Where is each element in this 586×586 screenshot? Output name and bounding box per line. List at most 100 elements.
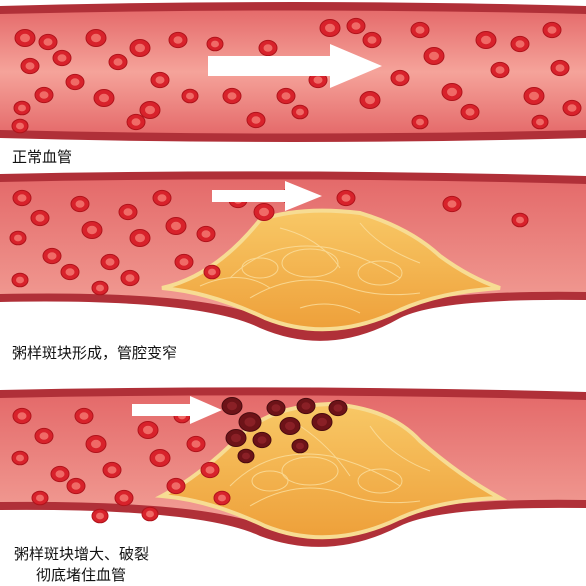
red-blood-cell: [511, 36, 529, 51]
plaque-forming-caption: 粥样斑块形成，管腔变窄: [12, 344, 177, 362]
normal-vessel-panel: [0, 0, 586, 145]
red-blood-cell: [150, 450, 170, 467]
red-blood-cell: [187, 436, 205, 451]
red-blood-cell: [75, 408, 93, 423]
red-blood-cell: [82, 222, 102, 239]
red-blood-cell: [563, 100, 581, 115]
red-blood-cell: [524, 88, 544, 105]
red-blood-cell: [411, 22, 429, 37]
clot-cell: [280, 418, 300, 435]
red-blood-cell: [92, 509, 108, 523]
plaque-rupture-caption-line2: 彻底堵住血管: [36, 566, 126, 584]
red-blood-cell: [115, 490, 133, 505]
red-blood-cell: [443, 196, 461, 211]
clot-cell: [312, 414, 332, 431]
red-blood-cell: [86, 436, 106, 453]
red-blood-cell: [61, 264, 79, 279]
red-blood-cell: [119, 204, 137, 219]
red-blood-cell: [12, 273, 28, 287]
red-blood-cell: [138, 422, 158, 439]
red-blood-cell: [121, 270, 139, 285]
red-blood-cell: [142, 507, 158, 521]
red-blood-cell: [254, 204, 274, 221]
red-blood-cell: [259, 40, 277, 55]
normal-vessel-diagram: [0, 0, 586, 145]
red-blood-cell: [201, 462, 219, 477]
red-blood-cell: [109, 54, 127, 69]
red-blood-cell: [412, 115, 428, 129]
clot-cell: [292, 439, 308, 453]
red-blood-cell: [12, 451, 28, 465]
red-blood-cell: [94, 90, 114, 107]
red-blood-cell: [461, 104, 479, 119]
red-blood-cell: [424, 48, 444, 65]
red-blood-cell: [476, 32, 496, 49]
red-blood-cell: [320, 20, 340, 37]
red-blood-cell: [15, 30, 35, 47]
red-blood-cell: [67, 478, 85, 493]
plaque-rupture-diagram: [0, 386, 586, 561]
clot-cell: [222, 398, 242, 415]
red-blood-cell: [247, 112, 265, 127]
red-blood-cell: [347, 18, 365, 33]
red-blood-cell: [14, 101, 30, 115]
red-blood-cell: [130, 40, 150, 57]
red-blood-cell: [337, 190, 355, 205]
red-blood-cell: [363, 32, 381, 47]
red-blood-cell: [532, 115, 548, 129]
red-blood-cell: [86, 30, 106, 47]
red-blood-cell: [12, 119, 28, 133]
red-blood-cell: [223, 88, 241, 103]
red-blood-cell: [292, 105, 308, 119]
red-blood-cell: [491, 62, 509, 77]
red-blood-cell: [21, 58, 39, 73]
clot-cell: [239, 413, 261, 432]
red-blood-cell: [167, 478, 185, 493]
red-blood-cell: [166, 218, 186, 235]
red-blood-cell: [31, 210, 49, 225]
red-blood-cell: [169, 32, 187, 47]
plaque-forming-panel: [0, 168, 586, 368]
red-blood-cell: [197, 226, 215, 241]
red-blood-cell: [175, 254, 193, 269]
red-blood-cell: [127, 114, 145, 129]
red-blood-cell: [360, 92, 380, 109]
clot-cell: [238, 449, 254, 463]
clot-cell: [267, 400, 285, 415]
red-blood-cell: [39, 34, 57, 49]
clot-cell: [253, 432, 271, 447]
red-blood-cell: [277, 88, 295, 103]
red-blood-cell: [66, 74, 84, 89]
red-blood-cell: [103, 462, 121, 477]
red-blood-cell: [391, 70, 409, 85]
red-blood-cell: [130, 230, 150, 247]
red-blood-cell: [153, 190, 171, 205]
red-blood-cell: [71, 196, 89, 211]
clot-cell: [297, 398, 315, 413]
red-blood-cell: [151, 72, 169, 87]
red-blood-cell: [207, 37, 223, 51]
red-blood-cell: [512, 213, 528, 227]
red-blood-cell: [43, 248, 61, 263]
red-blood-cell: [551, 60, 569, 75]
red-blood-cell: [35, 87, 53, 102]
red-blood-cell: [182, 89, 198, 103]
red-blood-cell: [32, 491, 48, 505]
red-blood-cell: [442, 84, 462, 101]
red-blood-cell: [101, 254, 119, 269]
clot-cell: [226, 430, 246, 447]
plaque-rupture-caption-line1: 粥样斑块增大、破裂: [14, 545, 149, 563]
plaque-rupture-panel: [0, 386, 586, 561]
red-blood-cell: [204, 265, 220, 279]
red-blood-cell: [51, 466, 69, 481]
red-blood-cell: [35, 428, 53, 443]
red-blood-cell: [214, 491, 230, 505]
red-blood-cell: [13, 190, 31, 205]
normal-vessel-caption: 正常血管: [12, 148, 72, 166]
red-blood-cell: [13, 408, 31, 423]
red-blood-cell: [92, 281, 108, 295]
red-blood-cell: [53, 50, 71, 65]
red-blood-cell: [140, 102, 160, 119]
red-blood-cell: [10, 231, 26, 245]
clot-cell: [329, 400, 347, 415]
